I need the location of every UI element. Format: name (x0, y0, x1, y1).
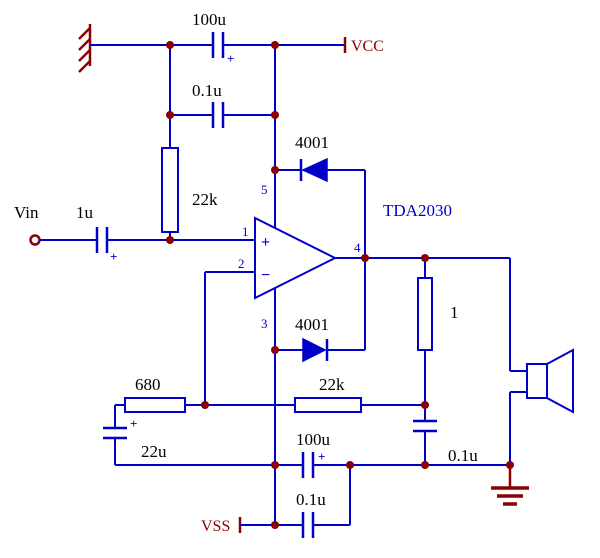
junction-dot (271, 111, 279, 119)
junction-dot (166, 41, 174, 49)
vin-terminal (29, 234, 41, 246)
d2-label: 4001 (295, 315, 329, 334)
resistor-bias-22k (161, 147, 179, 233)
vcc-label: VCC (351, 38, 384, 55)
ground-hatch (78, 38, 91, 51)
pin3-number: 3 (261, 316, 268, 331)
junction-dot (271, 521, 279, 529)
clamp-diode-top: 4001 (275, 133, 365, 183)
junction-dot (166, 111, 174, 119)
bias-branch: 22k (161, 45, 218, 240)
vss-label: VSS (201, 518, 230, 535)
vcc-bulk-cap-polarity: + (227, 51, 234, 66)
feedback-cap-label: 22u (141, 442, 167, 461)
feedback-cap-polarity: + (130, 416, 137, 431)
input-cap-polarity: + (110, 249, 117, 264)
r4-label: 1 (450, 303, 459, 322)
resistor-680 (124, 397, 186, 413)
zobel-cap-label: 0.1u (448, 446, 478, 465)
input-network: Vin 1u + (14, 203, 255, 264)
ground-symbol (491, 465, 529, 506)
vss-bypass-cap-label: 0.1u (296, 490, 326, 509)
junction-dot (271, 166, 279, 174)
pin2-number: 2 (238, 256, 245, 271)
ic-label: TDA2030 (383, 201, 452, 220)
junction-dot (201, 401, 209, 409)
resistor-feedback-22k (294, 397, 362, 413)
pin5-number: 5 (261, 182, 268, 197)
junction-dot (271, 346, 279, 354)
feedback-network: 680 22k + 22u (103, 271, 425, 465)
clamp-diode-bottom: 4001 (275, 315, 365, 363)
junction-dot (346, 461, 354, 469)
speaker-horn (546, 348, 574, 414)
r2-label: 680 (135, 375, 161, 394)
input-cap-label: 1u (76, 203, 94, 222)
junction-dot (166, 236, 174, 244)
vcc-bulk-cap-label: 100u (192, 10, 227, 29)
opamp-minus-mark: − (261, 267, 270, 284)
opamp-tda2030: + − TDA2030 1 2 5 3 4 (238, 182, 452, 331)
junction-dot (421, 254, 429, 262)
vcc-bypass-cap-label: 0.1u (192, 81, 222, 100)
opamp-triangle (254, 216, 338, 300)
vcc-bypass-row: 0.1u (170, 81, 275, 128)
d1-body (301, 157, 328, 183)
pin4-number: 4 (354, 240, 361, 255)
vin-label: Vin (14, 203, 39, 222)
vcc-rail: 100u + VCC (90, 10, 384, 66)
speaker-branch (509, 258, 574, 465)
resistor-zobel-1 (417, 277, 433, 351)
ground-hatch (78, 27, 91, 40)
bias-resistor-label: 22k (192, 190, 218, 209)
junction-dot (421, 461, 429, 469)
earth-ground-symbol (78, 24, 92, 73)
ground-hatch (78, 60, 91, 73)
pin1-number: 1 (242, 224, 249, 239)
junction-dot (361, 254, 369, 262)
vss-bulk-cap-polarity: + (318, 449, 325, 464)
opamp-plus-mark: + (261, 234, 270, 251)
ground-hatch (78, 49, 91, 62)
speaker-body (526, 363, 548, 399)
junction-dot (271, 41, 279, 49)
zobel-network: 1 0.1u (413, 258, 478, 465)
junctions (166, 41, 514, 529)
junction-dot (271, 461, 279, 469)
junction-dot (506, 461, 514, 469)
d2-body (302, 337, 327, 363)
r3-label: 22k (319, 375, 345, 394)
junction-dot (421, 401, 429, 409)
d1-label: 4001 (295, 133, 329, 152)
vss-bulk-cap-label: 100u (296, 430, 331, 449)
